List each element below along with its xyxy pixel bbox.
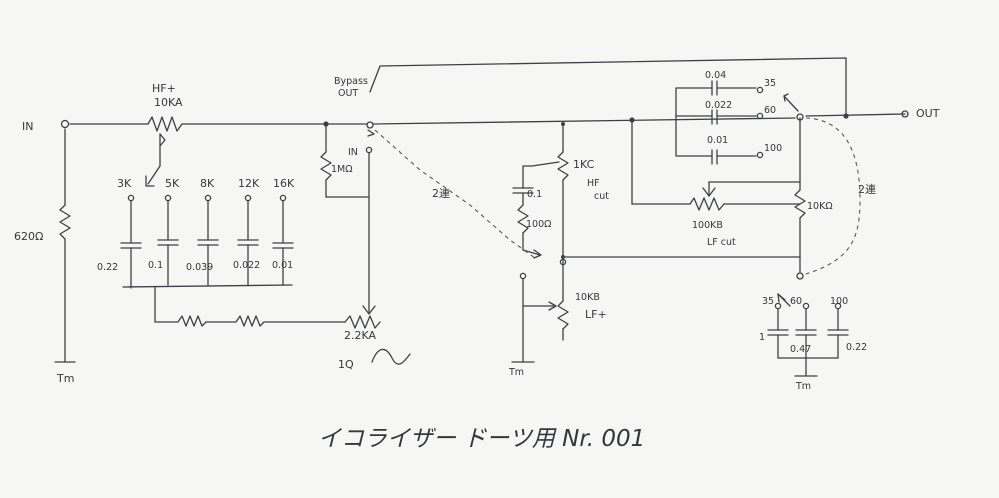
label-cap-004: 0.04 (705, 70, 726, 81)
label-lf-cut: LF cut (707, 237, 736, 248)
label-cap-01-mid: 0.1 (527, 189, 542, 200)
label-r-620: 620Ω (14, 230, 43, 243)
label-lf-cut-pot: 100KB (692, 220, 723, 231)
label-f35-top: 35 (764, 78, 776, 89)
label-f60-top: 60 (764, 105, 776, 116)
label-hf-cut2: cut (594, 191, 609, 202)
label-dual-right: 2連 (858, 182, 876, 196)
label-f60-bot: 60 (790, 296, 802, 307)
label-freq-8k: 8K (200, 177, 215, 190)
hf-selector-network (120, 194, 346, 327)
label-cap-01: 0.1 (148, 260, 163, 271)
lf-cut-section (631, 113, 806, 280)
label-f100-bot: 100 (830, 296, 848, 307)
label-cap-022-bot: 0.22 (846, 342, 867, 353)
label-cap-0022: 0.022 (233, 260, 260, 271)
peak-curve-icon (371, 348, 411, 365)
label-freq-16k: 16K (273, 177, 295, 190)
main-signal-line (69, 113, 906, 132)
label-cap-1: 1 (759, 332, 765, 343)
label-out: OUT (916, 107, 940, 120)
gang-links (374, 117, 861, 275)
label-cap-0039: 0.039 (186, 262, 213, 273)
label-f100-top: 100 (764, 143, 782, 154)
mid-section (511, 123, 801, 363)
lf-cap-bank (675, 80, 799, 165)
label-cap-001-top: 0.01 (707, 135, 728, 146)
label-bypass: Bypass (334, 76, 368, 87)
label-r-100: 100Ω (526, 219, 551, 230)
label-freq-3k: 3K (117, 177, 132, 190)
label-lf-plus: LF+ (585, 308, 607, 321)
hf-pot-wiper (145, 133, 166, 187)
input-terminal (60, 119, 70, 129)
label-freq-12k: 12K (238, 177, 260, 190)
label-gnd-left: Tm (56, 372, 74, 385)
output-terminal (901, 110, 909, 118)
label-freq-5k: 5K (165, 177, 180, 190)
label-f35-bot: 35 (762, 296, 774, 307)
label-cap-047: 0.47 (790, 344, 811, 355)
label-r-1m: 1MΩ (331, 164, 353, 175)
label-gnd-right: Tm (795, 381, 811, 392)
label-gnd-mid: Tm (508, 367, 524, 378)
label-cap-001: 0.01 (272, 260, 293, 271)
bypass-wire (369, 57, 847, 117)
label-q-pot: 2.2KA (344, 329, 377, 342)
label-q-mark: 1Q (338, 358, 354, 371)
label-in-contact: IN (348, 147, 358, 158)
junctions (323, 113, 849, 259)
label-bypass-out: OUT (338, 88, 358, 99)
label-in: IN (22, 120, 33, 133)
label-lf-plus-pot: 10KB (575, 292, 600, 303)
q-section (320, 121, 381, 329)
label-hf-cut: HF (587, 178, 600, 189)
label-r-10k: 10KΩ (807, 201, 833, 212)
label-cap-022: 0.22 (97, 262, 118, 273)
input-shunt-620 (59, 128, 71, 363)
schematic-labels: IN OUT HF+ 10KA Bypass OUT IN 1MΩ 620Ω T… (14, 70, 940, 452)
label-hf-cut-pot: 1KC (573, 158, 595, 171)
label-dual-left: 2連 (432, 186, 450, 200)
label-cap-0022-top: 0.022 (705, 100, 732, 111)
label-hf-pot: HF+ (152, 82, 176, 95)
lf-plus-selector (767, 293, 849, 377)
drawing-title: イコライザー ドーツ用 Nr. 001 (318, 426, 645, 452)
label-hf-pot-value: 10KA (154, 96, 183, 109)
